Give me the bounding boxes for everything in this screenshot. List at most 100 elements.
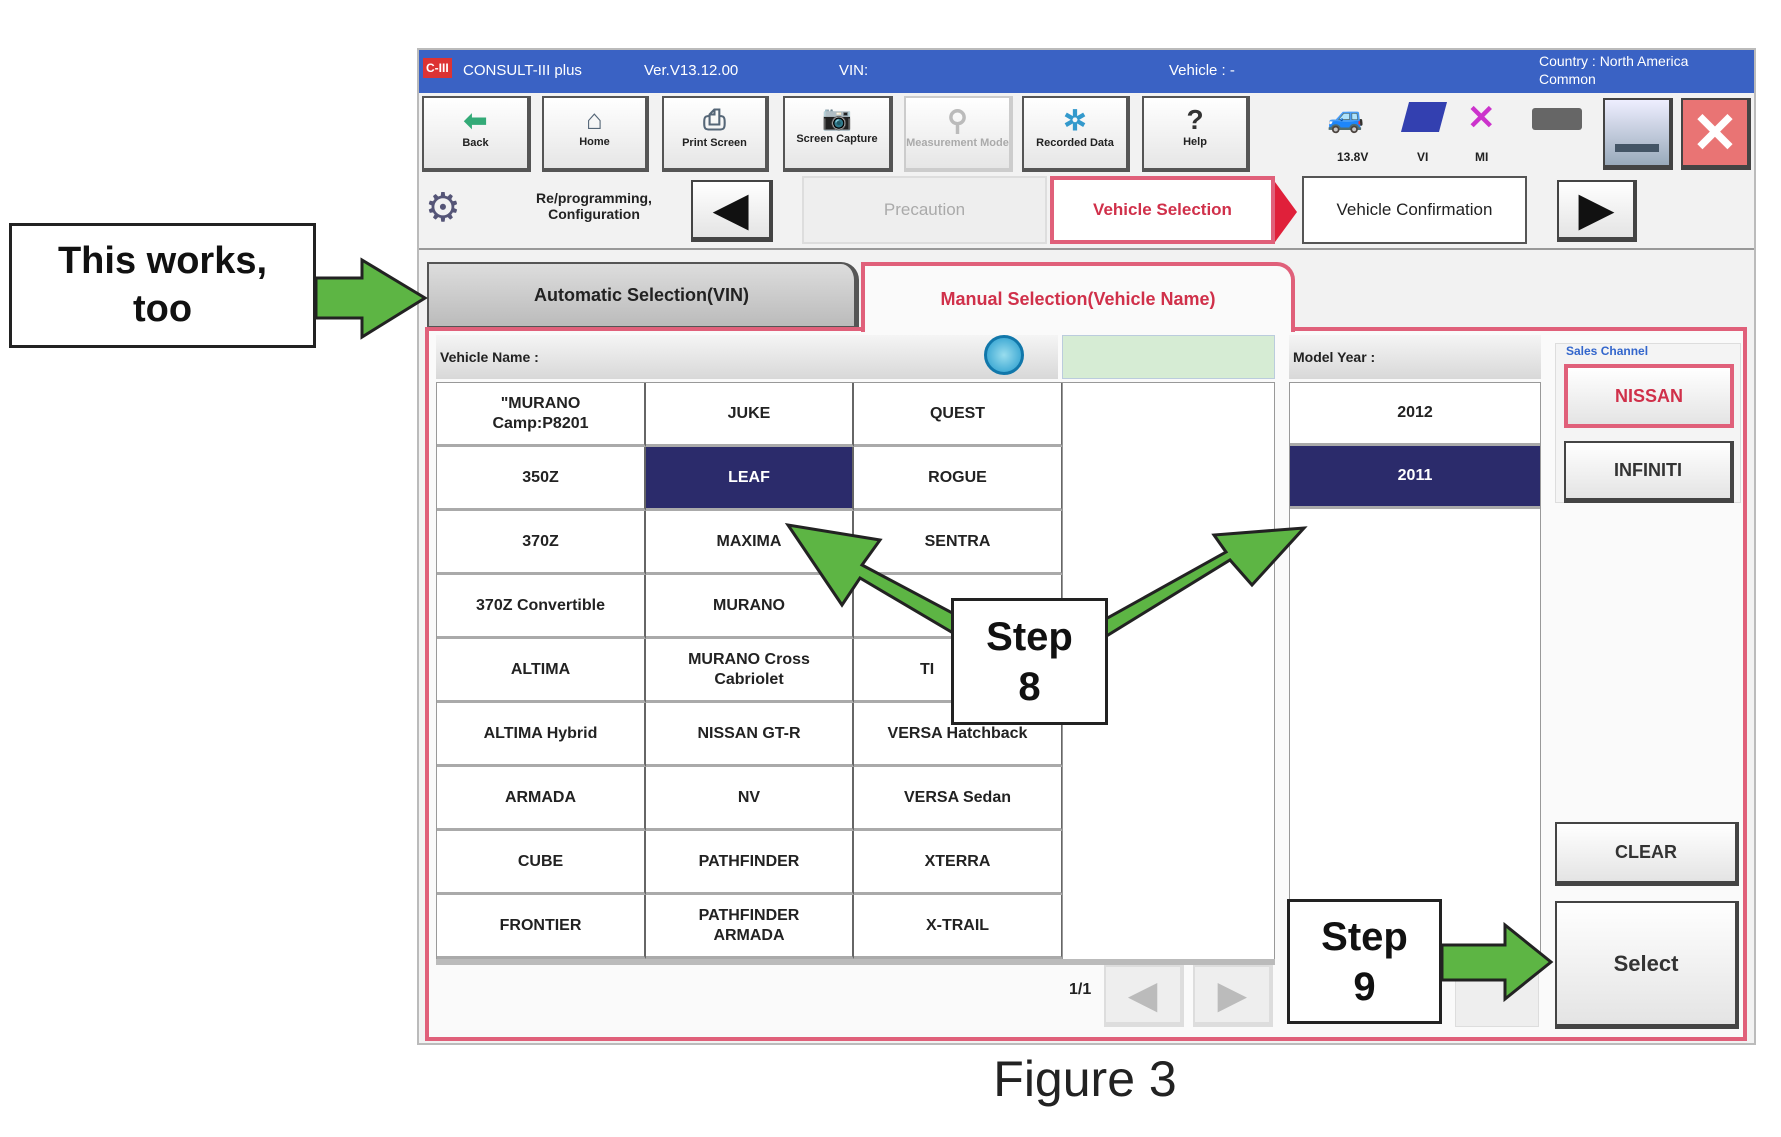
year-label: 2011 [1397,467,1433,484]
model-year-list: 2012 2011 [1289,382,1541,962]
tab-label: Automatic Selection(VIN) [533,284,750,305]
vehicle-cell[interactable]: 350Z [437,447,646,511]
vehicle-cell[interactable]: PATHFINDER [646,831,854,895]
screen-capture-button[interactable]: 📷Screen Capture [783,96,893,172]
select-button[interactable]: Select [1555,901,1739,1029]
nav-next-button[interactable]: ▶ [1557,180,1637,242]
page-indicator: 1/1 [1069,981,1092,998]
vehicle-cell[interactable]: NV [646,767,854,831]
triangle-right-icon: ▶ [1218,973,1246,1015]
callout-text: Step 8 [986,614,1073,709]
button-label: Recorded Data [1036,137,1114,149]
figure-caption: Figure 3 [993,1051,1177,1107]
vehicle-cell[interactable]: ALTIMA [437,639,646,703]
nav-back-button[interactable]: ◀ [691,180,773,242]
model-year-item[interactable]: 2012 [1290,383,1540,446]
arrow-step8-to-year [1093,526,1308,643]
vehicle-cell[interactable]: CUBE [437,831,646,895]
app-version: Ver.V13.12.00 [644,62,739,79]
triangle-right-icon: ▶ [1579,185,1613,234]
vehicle-name-label: Vehicle Name : [440,349,539,365]
app-name: CONSULT-III plus [463,62,582,79]
vehicle-cell[interactable]: JUKE [646,383,854,447]
vehicle-cell[interactable]: NISSAN GT-R [646,703,854,767]
button-label: Measurement Mode [906,137,1009,149]
search-icon[interactable] [984,335,1024,375]
voltage-label: 13.8V [1337,150,1369,164]
clear-button[interactable]: CLEAR [1555,822,1739,886]
model-year-header: Model Year : [1289,335,1541,379]
close-icon: ✕ [1691,100,1739,164]
triangle-left-icon: ◀ [1129,973,1157,1015]
home-button[interactable]: ⌂Home [542,96,649,172]
vehicle-cell[interactable]: PATHFINDER ARMADA [646,895,854,959]
battery-icon [1532,108,1582,130]
callout-step-9: Step 9 [1287,899,1442,1024]
vehicle-cell[interactable]: 370Z Convertible [437,575,646,639]
vin-label: VIN: [839,62,869,79]
back-arrow-icon: ⬅ [463,105,488,136]
measurement-mode-button[interactable]: ⚲Measurement Mode [904,96,1013,172]
page-next-button[interactable]: ▶ [1193,965,1273,1027]
vehicle-cell[interactable]: MURANO [646,575,854,639]
infiniti-button[interactable]: INFINITI [1564,441,1734,503]
vehicle-cell[interactable]: "MURANO Camp:P8201 [437,383,646,447]
vehicle-cell[interactable]: MURANO Cross Cabriolet [646,639,854,703]
callout-text: Step 9 [1321,914,1408,1009]
close-button[interactable]: ✕ [1681,98,1751,170]
back-button[interactable]: ⬅Back [422,96,531,172]
button-label: Print Screen [682,137,747,149]
vehicle-cell[interactable]: FRONTIER [437,895,646,959]
title-bar: C-III CONSULT-III plus Ver.V13.12.00 VIN… [419,50,1754,93]
step-label: Vehicle Selection [1093,200,1232,219]
button-label: Help [1183,136,1207,148]
model-year-item-selected[interactable]: 2011 [1290,446,1540,509]
grid-scroll-edge [436,959,1275,965]
app-logo: C-III [423,58,452,78]
help-button[interactable]: ?Help [1142,96,1250,172]
step-label: Vehicle Confirmation [1336,200,1493,219]
callout-this-works-too: This works, too [9,223,316,348]
button-label: INFINITI [1614,460,1682,480]
recorded-data-button[interactable]: ✲Recorded Data [1022,96,1130,172]
page-prev-button[interactable]: ◀ [1104,965,1184,1027]
home-icon: ⌂ [586,104,603,135]
measurement-icon: ⚲ [947,105,968,136]
step-label: Precaution [883,200,966,219]
reprogramming-icon: ⚙ [425,186,461,230]
minimize-icon [1615,143,1659,152]
tab-manual-selection[interactable]: Manual Selection(Vehicle Name) [861,262,1295,332]
vehicle-cell[interactable]: ALTIMA Hybrid [437,703,646,767]
step-precaution: Precaution [802,176,1047,244]
help-icon: ? [1186,104,1204,135]
button-label: NISSAN [1614,385,1683,406]
vi-label: VI [1417,150,1429,164]
vehicle-cell-selected[interactable]: LEAF [646,447,854,511]
callout-text: This works, too [57,240,268,330]
divider [419,248,1754,250]
step-vehicle-confirmation: Vehicle Confirmation [1302,176,1527,244]
tab-automatic-selection[interactable]: Automatic Selection(VIN) [427,262,859,328]
country-label: Country : North America Common [1539,53,1689,87]
minimize-button[interactable] [1603,98,1673,170]
button-label: Select [1613,950,1679,976]
vehicle-cell[interactable]: ARMADA [437,767,646,831]
status-area: 🚙 13.8V VI ✕ MI [1327,99,1597,170]
print-screen-button[interactable]: ⎙ Print Screen [662,96,769,172]
callout-step-8: Step 8 [951,598,1108,725]
nissan-button[interactable]: NISSAN [1564,364,1734,428]
tab-label: Manual Selection(Vehicle Name) [940,288,1216,309]
step-vehicle-selection: Vehicle Selection [1050,176,1275,244]
vehicle-label: Vehicle : - [1169,62,1235,79]
camera-icon: 📷 [822,105,852,132]
vehicle-name-header: Vehicle Name : [436,335,1058,379]
sales-channel-group: Sales Channel NISSAN INFINITI [1555,343,1741,503]
vehicle-cell[interactable]: VERSA Sedan [854,767,1063,831]
search-input[interactable] [1062,335,1275,379]
printer-icon: ⎙ [703,104,726,135]
mi-icon: ✕ [1467,99,1496,137]
vehicle-cell[interactable]: 370Z [437,511,646,575]
mi-label: MI [1475,150,1489,164]
